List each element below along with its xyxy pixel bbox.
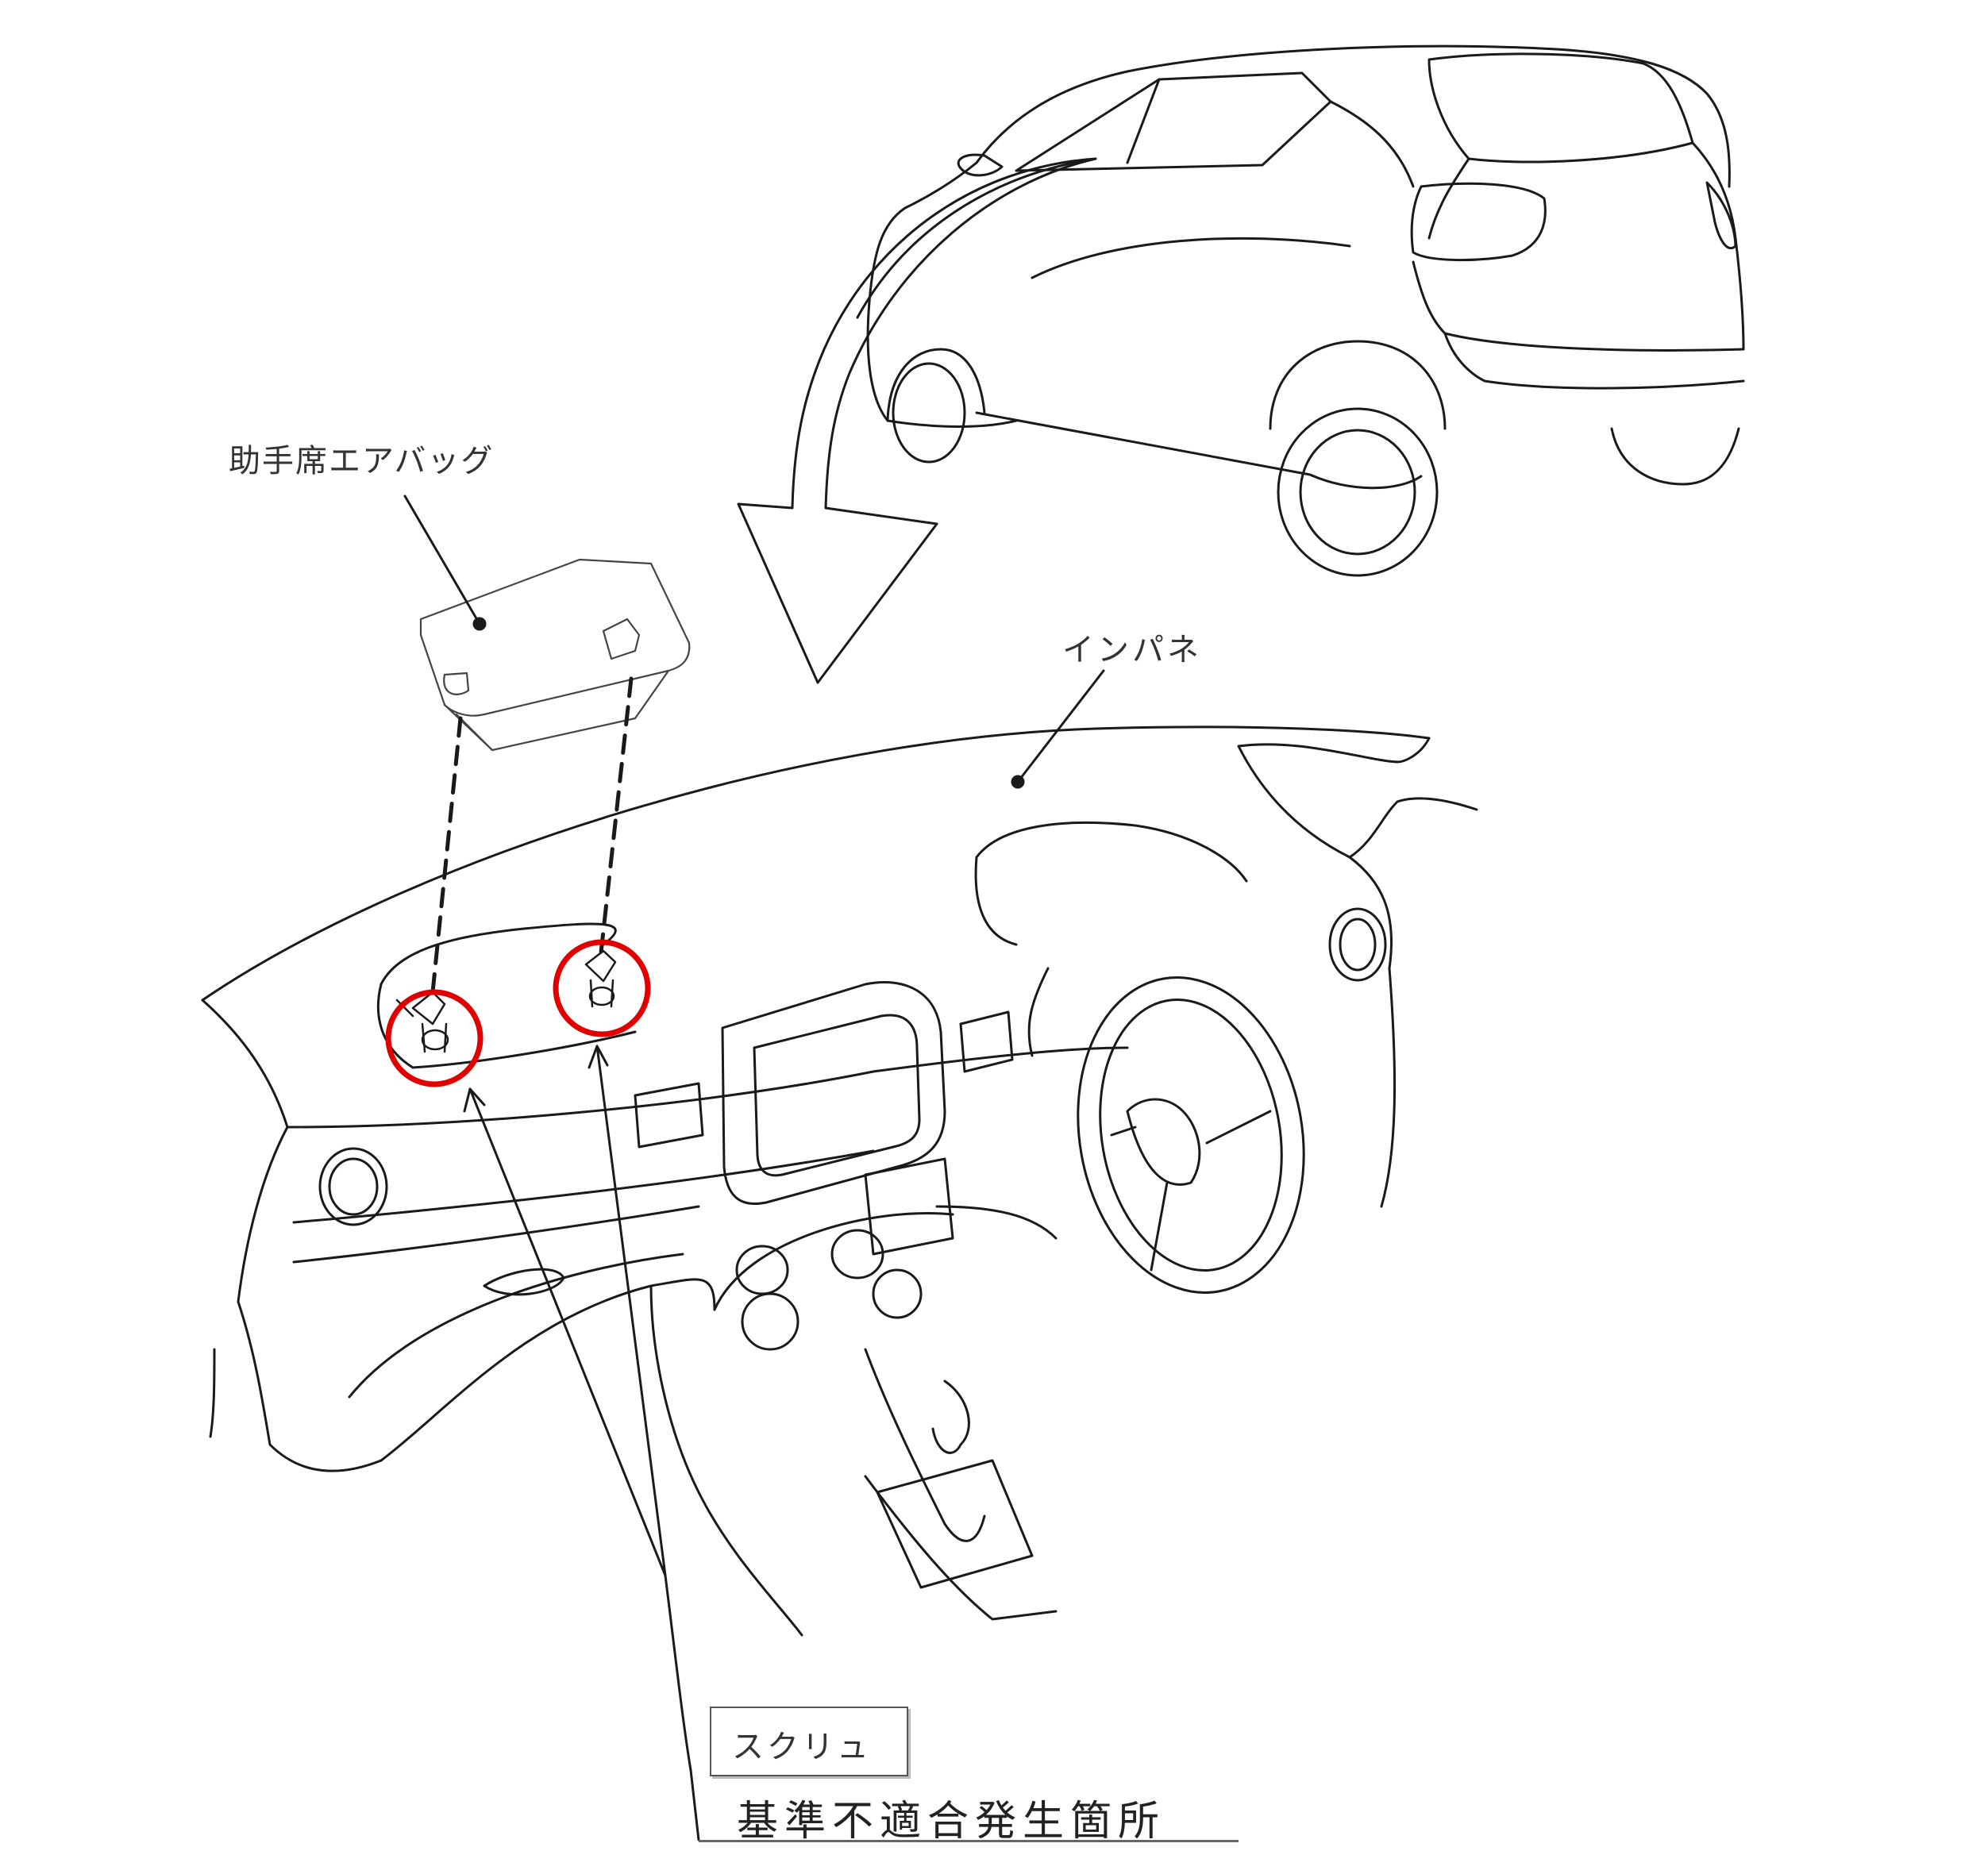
airbag-module bbox=[419, 558, 691, 752]
screw-label-box bbox=[710, 1707, 908, 1776]
instrument-panel-label: インパネ bbox=[1062, 632, 1202, 668]
defect-location-label: 基準不適合発生箇所 bbox=[737, 1798, 1166, 1845]
screw-leader-lines bbox=[463, 1045, 700, 1841]
defect-highlight-circles bbox=[385, 939, 651, 1087]
car-illustration bbox=[866, 44, 1745, 577]
airbag-label: 助手席エアバッグ bbox=[229, 443, 495, 479]
alignment-dashed-lines bbox=[430, 676, 634, 995]
screw-left bbox=[395, 991, 449, 1053]
screw-label: スクリュ bbox=[732, 1729, 872, 1765]
defect-label-underline bbox=[699, 1840, 1239, 1842]
airbag-leader-line bbox=[403, 494, 481, 625]
instrument-panel-leader-line bbox=[1016, 669, 1105, 783]
highlight-circle-left bbox=[385, 989, 484, 1087]
curved-arrow bbox=[737, 157, 1097, 684]
instrument-panel bbox=[201, 725, 1478, 1637]
highlight-circle-right bbox=[553, 939, 651, 1037]
screw-right bbox=[584, 949, 617, 1008]
